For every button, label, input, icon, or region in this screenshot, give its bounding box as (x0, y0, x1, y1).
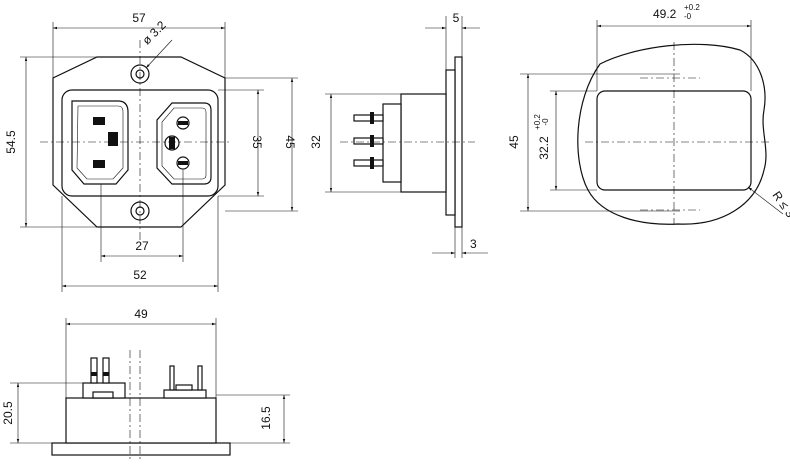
dim-49-2-tol-lower: -0 (684, 12, 692, 21)
side-pins (353, 112, 384, 169)
left-pin-right (108, 132, 118, 146)
dim-35: 35 (250, 135, 264, 149)
side-body (400, 93, 447, 193)
cutout-panel-outline (577, 43, 767, 225)
bottom-pin-right-a (169, 365, 175, 391)
dim-45-cutout: 45 (507, 135, 521, 149)
dim-57: 57 (132, 11, 146, 25)
dim-49: 49 (134, 307, 148, 321)
front-view: 57 ø 3.2 54.5 35 45 27 52 (4, 11, 298, 292)
side-rear (382, 103, 402, 183)
dim-32: 32 (309, 135, 323, 149)
bottom-right-clip (175, 384, 193, 391)
right-socket (156, 102, 212, 185)
side-view: 5 32 3 (309, 11, 488, 258)
dim-52: 52 (133, 268, 147, 282)
bottom-pin-left-b (102, 357, 110, 384)
dim-3: 3 (470, 237, 477, 251)
dim-32-2-tol-upper: +0.2 (533, 114, 542, 130)
left-pin-top (93, 117, 105, 125)
dim-radius: R ≤ 3 (770, 189, 790, 221)
dim-20-5: 20.5 (1, 401, 15, 425)
bottom-left-clip (92, 391, 114, 399)
left-socket (71, 100, 129, 185)
bottom-pin-left-a (90, 357, 98, 384)
side-panel-step (445, 69, 456, 216)
dim-5: 5 (453, 11, 460, 25)
dim-32-2: 32.2 (537, 136, 551, 160)
dim-16-5: 16.5 (259, 406, 273, 430)
dim-49-2-tol-upper: +0.2 (684, 3, 700, 12)
bottom-right-socket-top (163, 389, 207, 399)
bottom-view: 49 20.5 16.5 (1, 307, 290, 460)
dim-27: 27 (135, 239, 149, 253)
bottom-pin-right-b (197, 365, 203, 391)
dim-45-front: 45 (283, 135, 297, 149)
left-pin-bottom (93, 160, 105, 168)
dim-49-2: 49.2 (653, 7, 677, 21)
bottom-flange (51, 442, 231, 456)
dim-32-2-tol-lower: -0 (541, 118, 550, 126)
cutout-view: 49.2 +0.2 -0 45 32.2 +0.2 -0 R ≤ 3 (507, 3, 790, 225)
bottom-body (65, 397, 217, 444)
dim-54-5: 54.5 (4, 130, 18, 154)
